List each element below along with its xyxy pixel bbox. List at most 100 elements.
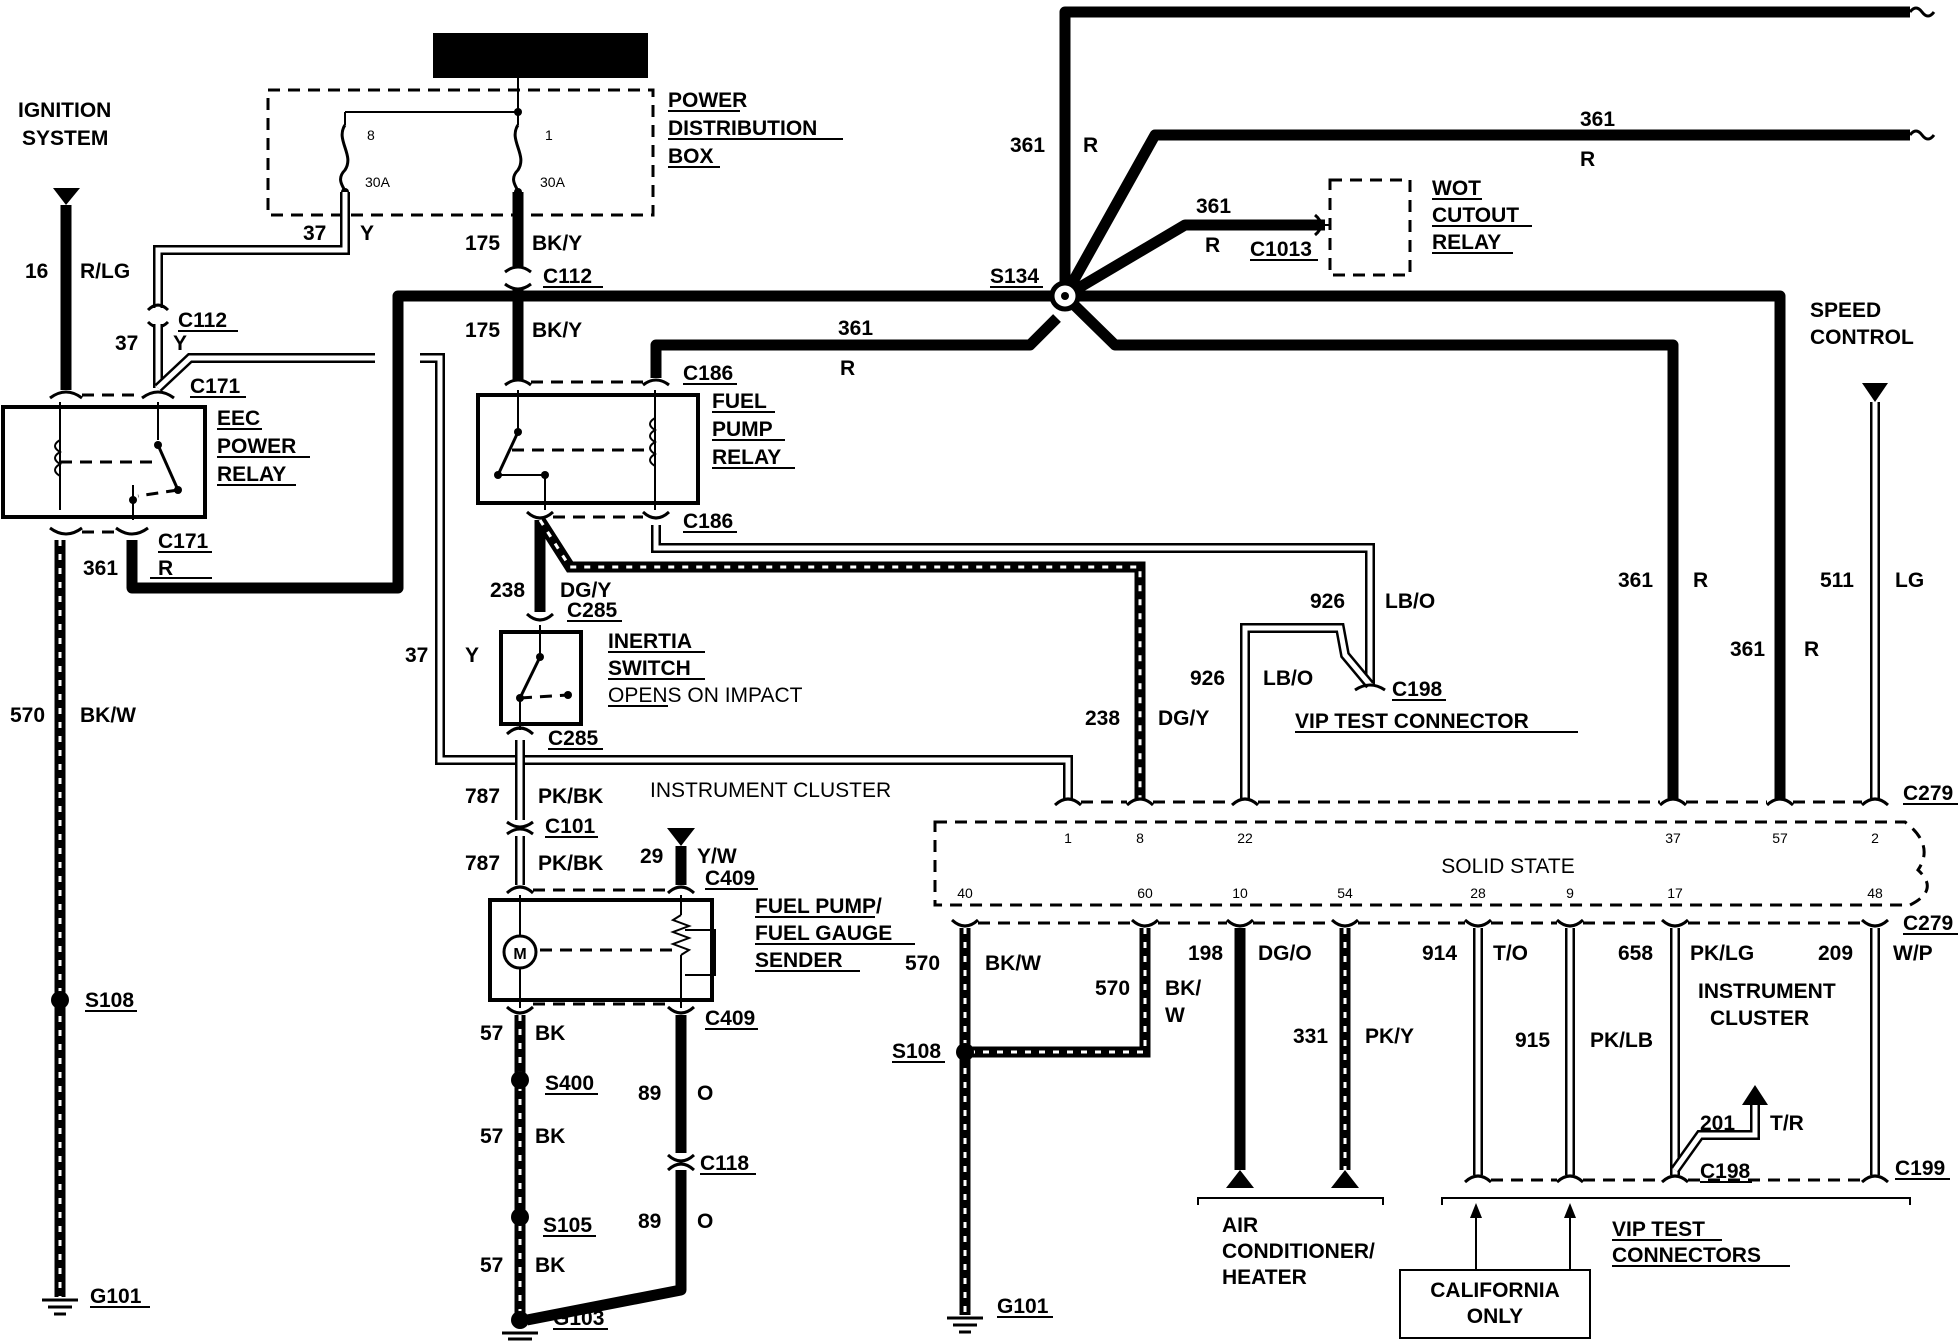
svg-text:DISTRIBUTION: DISTRIBUTION [668, 117, 817, 140]
svg-text:201: 201 [1700, 1112, 1735, 1135]
svg-text:OPENS ON IMPACT: OPENS ON IMPACT [608, 684, 803, 707]
svg-text:57: 57 [480, 1254, 503, 1277]
fuel-pump-relay-label: FUEL PUMP RELAY [712, 390, 795, 469]
svg-text:16: 16 [25, 260, 48, 283]
svg-text:C285: C285 [548, 727, 599, 750]
svg-text:57: 57 [1772, 830, 1788, 846]
svg-text:8: 8 [1136, 830, 1144, 846]
ac-heater-label: AIR CONDITIONER/ HEATER [1222, 1214, 1375, 1289]
svg-text:37: 37 [303, 222, 326, 245]
svg-text:C279: C279 [1903, 912, 1953, 935]
vip-connector-pins [1463, 1174, 1890, 1184]
california-arrow-icon-1 [1470, 1203, 1482, 1218]
svg-text:R: R [1580, 148, 1595, 171]
svg-text:570: 570 [1095, 977, 1130, 1000]
svg-text:PK/LB: PK/LB [1590, 1029, 1653, 1052]
svg-text:8: 8 [367, 127, 375, 143]
ground-g103-icon [502, 1331, 538, 1341]
svg-text:T/O: T/O [1493, 942, 1528, 965]
svg-text:LB/O: LB/O [1385, 590, 1435, 613]
wot-cutout-relay [1328, 178, 1412, 277]
svg-text:BK/Y: BK/Y [532, 232, 582, 255]
eec-power-relay-label: EEC POWER RELAY [217, 407, 310, 486]
svg-text:Y: Y [173, 332, 187, 355]
svg-text:10: 10 [1232, 885, 1248, 901]
svg-text:R: R [1083, 134, 1098, 157]
ground-g101-left-icon [42, 1298, 78, 1316]
svg-text:37: 37 [405, 644, 428, 667]
svg-text:2: 2 [1871, 830, 1879, 846]
connector-pins-top [1053, 797, 1890, 807]
svg-text:R: R [840, 357, 855, 380]
svg-text:W/P: W/P [1893, 942, 1933, 965]
svg-text:FUEL GAUGE: FUEL GAUGE [755, 922, 892, 945]
speed-control-label: SPEED CONTROL [1810, 299, 1914, 349]
svg-text:RELAY: RELAY [712, 446, 781, 469]
svg-text:VIP TEST: VIP TEST [1612, 1218, 1705, 1241]
svg-text:C279: C279 [1903, 782, 1953, 805]
svg-text:361: 361 [1580, 108, 1615, 131]
svg-text:30A: 30A [540, 174, 566, 190]
svg-text:BK: BK [535, 1022, 565, 1045]
svg-text:C198: C198 [1700, 1160, 1751, 1183]
svg-text:C171: C171 [190, 375, 241, 398]
svg-text:C199: C199 [1895, 1157, 1945, 1180]
svg-text:FUEL PUMP/: FUEL PUMP/ [755, 895, 882, 918]
svg-text:89: 89 [638, 1082, 661, 1105]
instrument-cluster-right-label: INSTRUMENT CLUSTER [1698, 980, 1836, 1030]
svg-text:O: O [697, 1082, 713, 1105]
svg-text:VIP TEST CONNECTOR: VIP TEST CONNECTOR [1295, 710, 1529, 733]
svg-text:CONDITIONER/: CONDITIONER/ [1222, 1240, 1375, 1263]
svg-text:R/LG: R/LG [80, 260, 130, 283]
power-distribution-box: 8 1 30A 30A [266, 88, 655, 217]
instrument-cluster-solid-state [933, 820, 1929, 907]
svg-text:C112: C112 [178, 309, 227, 332]
svg-text:17: 17 [1667, 885, 1683, 901]
svg-text:PK/LG: PK/LG [1690, 942, 1754, 965]
svg-text:175: 175 [465, 232, 500, 255]
fuel-pump-sender: M [488, 895, 716, 1008]
svg-text:DG/O: DG/O [1258, 942, 1312, 965]
svg-text:M: M [513, 946, 526, 963]
svg-text:SENDER: SENDER [755, 949, 843, 972]
svg-text:O: O [697, 1210, 713, 1233]
svg-text:C118: C118 [700, 1152, 749, 1175]
svg-text:198: 198 [1188, 942, 1223, 965]
svg-text:R: R [158, 557, 173, 580]
svg-text:INSTRUMENT CLUSTER: INSTRUMENT CLUSTER [650, 779, 891, 802]
y-w-arrow-icon [667, 828, 695, 846]
svg-text:C409: C409 [705, 1007, 755, 1030]
svg-text:BOX: BOX [668, 145, 714, 168]
svg-text:T/R: T/R [1770, 1112, 1804, 1135]
svg-text:926: 926 [1310, 590, 1345, 613]
svg-text:37: 37 [1665, 830, 1681, 846]
svg-text:C101: C101 [545, 815, 596, 838]
ignition-system-label: IGNITION SYSTEM [18, 99, 111, 150]
svg-text:511: 511 [1820, 569, 1854, 592]
svg-text:361: 361 [1618, 569, 1653, 592]
svg-text:CONNECTORS: CONNECTORS [1612, 1244, 1761, 1267]
svg-text:BK/W: BK/W [80, 704, 136, 727]
svg-text:INSTRUMENT: INSTRUMENT [1698, 980, 1836, 1003]
hot-at-all-times-banner: HOT AT ALL TIMES [433, 33, 648, 78]
pin-numbers-bottom: 40 60 10 54 28 9 17 48 [957, 885, 1883, 901]
svg-text:48: 48 [1867, 885, 1883, 901]
svg-text:SPEED: SPEED [1810, 299, 1881, 322]
svg-text:22: 22 [1237, 830, 1253, 846]
svg-text:ONLY: ONLY [1467, 1305, 1523, 1328]
svg-text:HOT AT ALL TIMES: HOT AT ALL TIMES [465, 48, 614, 67]
svg-text:S134: S134 [990, 265, 1039, 288]
svg-text:Y/W: Y/W [697, 845, 737, 868]
connector-pins-bottom [950, 918, 1890, 928]
svg-text:29: 29 [640, 845, 663, 868]
svg-text:BK/Y: BK/Y [532, 319, 582, 342]
svg-text:CONTROL: CONTROL [1810, 326, 1914, 349]
svg-text:331: 331 [1293, 1025, 1328, 1048]
svg-text:Y: Y [465, 644, 479, 667]
svg-text:1: 1 [1064, 830, 1072, 846]
svg-text:361: 361 [83, 557, 118, 580]
t-r-arrow-icon [1742, 1085, 1768, 1105]
california-arrow-icon-2 [1564, 1203, 1576, 1218]
svg-text:C186: C186 [683, 510, 733, 533]
vip-test-connectors-label: VIP TEST CONNECTORS [1612, 1218, 1790, 1267]
